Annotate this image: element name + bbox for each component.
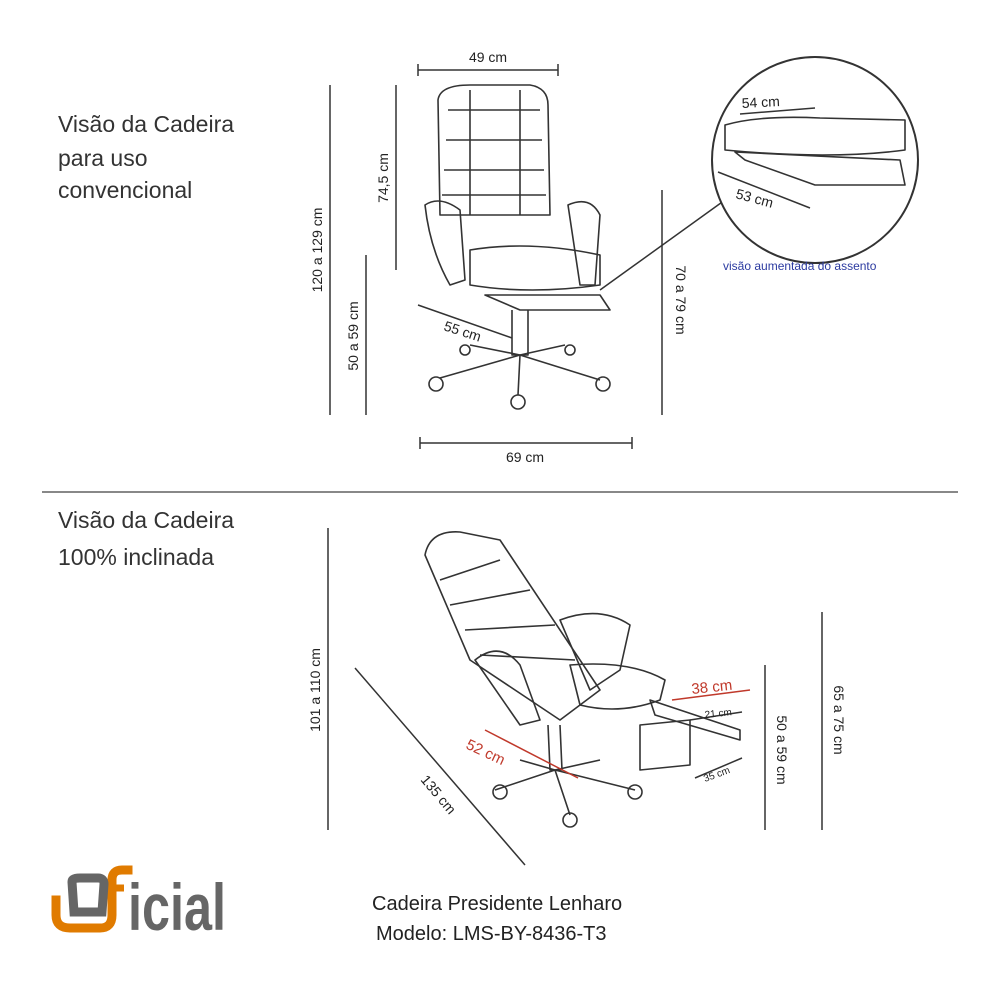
oficial-logo: icial — [51, 865, 226, 944]
svg-text:icial: icial — [128, 870, 226, 944]
svg-text:135 cm: 135 cm — [418, 772, 460, 817]
svg-text:65 a 75 cm: 65 a 75 cm — [831, 685, 847, 754]
svg-text:49 cm: 49 cm — [469, 49, 507, 65]
svg-text:50 a 59 cm: 50 a 59 cm — [345, 301, 361, 370]
product-caption: Cadeira Presidente Lenharo Modelo: LMS-B… — [372, 893, 622, 945]
upright-chair-drawing — [424, 84, 611, 410]
svg-text:52 cm: 52 cm — [463, 736, 507, 769]
svg-text:101 a 110 cm: 101 a 110 cm — [307, 648, 323, 732]
svg-text:Modelo: LMS-BY-8436-T3: Modelo: LMS-BY-8436-T3 — [376, 923, 607, 945]
svg-text:70 a 79 cm: 70 a 79 cm — [673, 265, 689, 334]
svg-text:35 cm: 35 cm — [702, 765, 731, 785]
svg-text:55 cm: 55 cm — [442, 318, 483, 345]
svg-text:54 cm: 54 cm — [741, 93, 780, 111]
svg-text:visão aumentada do assento: visão aumentada do assento — [723, 259, 877, 273]
svg-text:Visão da Cadeira: Visão da Cadeira — [58, 507, 234, 533]
svg-text:Cadeira Presidente Lenharo: Cadeira Presidente Lenharo — [372, 893, 622, 915]
top-view-title: Visão da Cadeira para uso convencional — [58, 111, 234, 203]
svg-text:74,5 cm: 74,5 cm — [375, 153, 391, 203]
svg-text:69 cm: 69 cm — [506, 449, 544, 465]
svg-text:para uso: para uso — [58, 145, 148, 171]
svg-text:50 a 59 cm: 50 a 59 cm — [774, 715, 790, 784]
svg-text:120 a 129 cm: 120 a 129 cm — [309, 208, 325, 293]
bottom-view-title: Visão da Cadeira 100% inclinada — [58, 507, 234, 570]
svg-text:Visão da Cadeira: Visão da Cadeira — [58, 111, 234, 137]
bottom-dimension-lines: 101 a 110 cm 135 cm 52 cm 38 cm 21 cm 35… — [307, 528, 847, 866]
svg-text:38 cm: 38 cm — [691, 677, 733, 698]
svg-text:100% inclinada: 100% inclinada — [58, 544, 214, 570]
seat-zoom-view: 54 cm 53 cm visão aumentada do assento — [599, 56, 919, 291]
svg-text:21 cm: 21 cm — [704, 707, 732, 721]
top-dimension-lines: 49 cm 74,5 cm 120 a 129 cm 50 a 59 cm 70… — [309, 49, 689, 465]
svg-text:convencional: convencional — [58, 177, 192, 203]
reclined-chair-drawing — [424, 531, 741, 828]
